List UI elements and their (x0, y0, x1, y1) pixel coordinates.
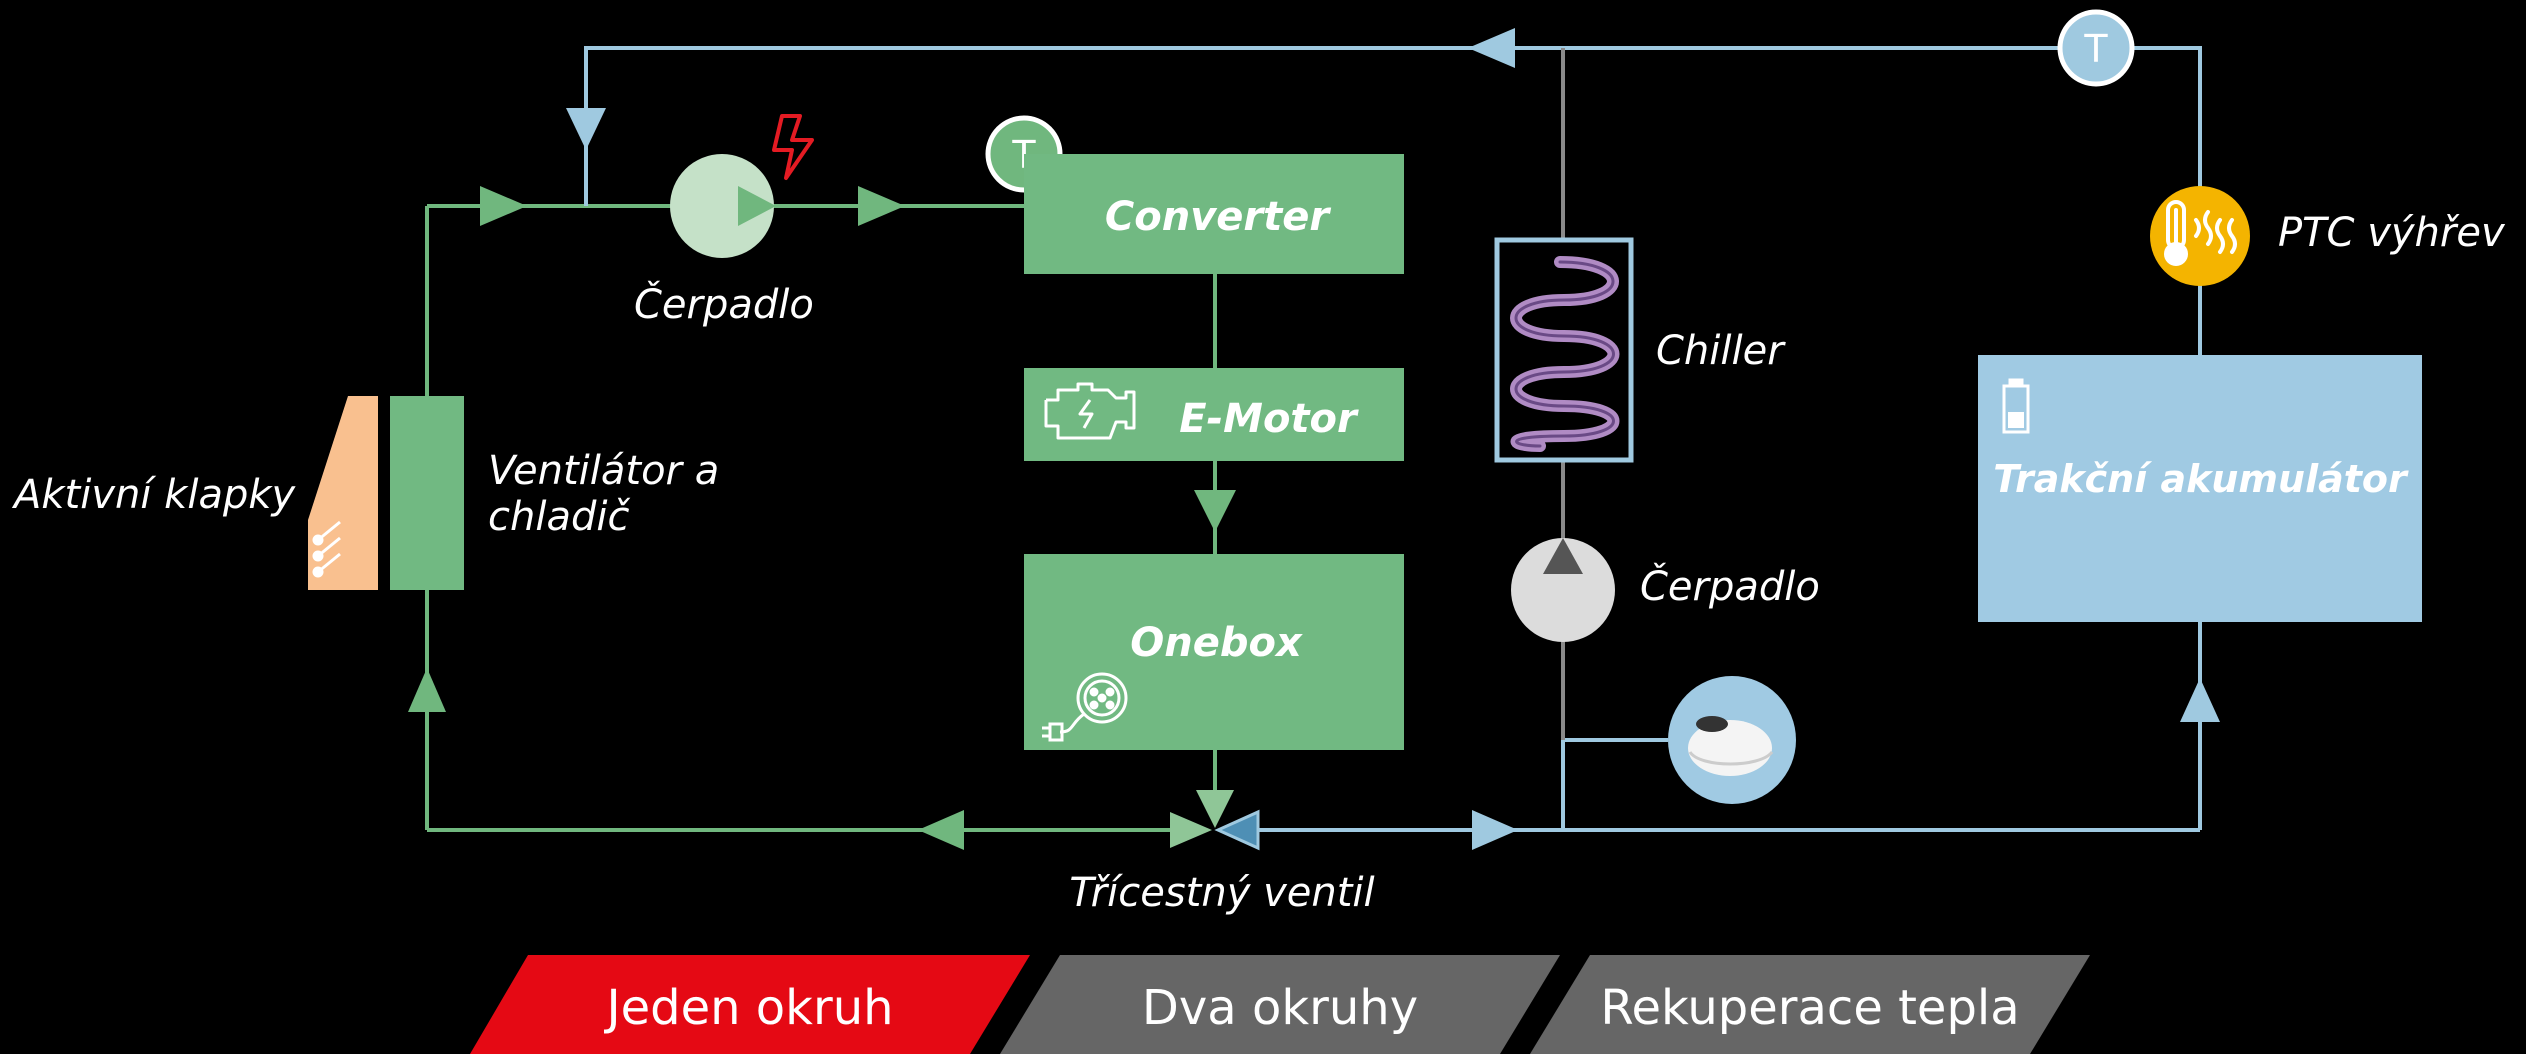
svg-text:T: T (2083, 27, 2108, 71)
ptc-label: PTC výhřev (2278, 210, 2506, 256)
coolant-reservoir-icon[interactable] (1668, 676, 1796, 804)
chiller-label: Chiller (1656, 328, 1786, 374)
active-flaps[interactable] (308, 396, 378, 590)
thermometer-heat-icon[interactable] (2150, 186, 2250, 286)
fan-label-line1: Ventilátor a (488, 448, 719, 494)
flow-arrows-green (408, 186, 1236, 850)
chiller-coil-icon (1510, 256, 1620, 452)
flaps-label: Aktivní klapky (11, 472, 297, 518)
converter-label: Converter (1105, 194, 1331, 240)
battery-box[interactable]: Trakční akumulátor (1978, 355, 2422, 622)
onebox-label: Onebox (1130, 620, 1303, 666)
lightning-icon (772, 114, 814, 180)
pump-flow-arrow-icon (738, 186, 776, 226)
chiller[interactable] (1494, 237, 1634, 463)
tab-label: Jeden okruh (603, 980, 893, 1036)
fan-label-line2: chladič (488, 494, 630, 540)
pump-right[interactable] (1511, 538, 1615, 642)
pump-left[interactable] (670, 154, 776, 258)
converter-box[interactable]: Converter (1024, 154, 1404, 274)
engine-icon (1044, 382, 1136, 440)
three-way-valve[interactable] (1170, 790, 1260, 851)
emotor-label: E-Motor (1179, 396, 1359, 442)
flaps-icon (312, 520, 341, 578)
charging-plug-icon (1042, 672, 1128, 742)
tab-label: Rekuperace tepla (1600, 980, 2019, 1036)
tab-jeden-okruh[interactable]: Jeden okruh (470, 955, 1030, 1054)
flow-arrows-blue (566, 28, 2220, 850)
tab-label: Dva okruhy (1142, 980, 1418, 1036)
battery-label: Trakční akumulátor (1993, 457, 2409, 501)
emotor-box[interactable]: E-Motor (1024, 368, 1404, 461)
pump-left-label: Čerpadlo (634, 280, 814, 328)
onebox-box[interactable]: Onebox (1024, 554, 1404, 750)
tab-rekuperace-tepla[interactable]: Rekuperace tepla (1530, 955, 2090, 1054)
temperature-sensor-icon: T (2057, 9, 2135, 87)
valve-label: Třícestný ventil (1069, 870, 1374, 916)
pump-right-label: Čerpadlo (1640, 562, 1820, 610)
tab-dva-okruhy[interactable]: Dva okruhy (1000, 955, 1560, 1054)
battery-icon (2002, 378, 2030, 434)
radiator-fan[interactable] (390, 396, 464, 590)
tab-bar: Jeden okruh Dva okruhy Rekuperace tepla (470, 955, 2090, 1054)
